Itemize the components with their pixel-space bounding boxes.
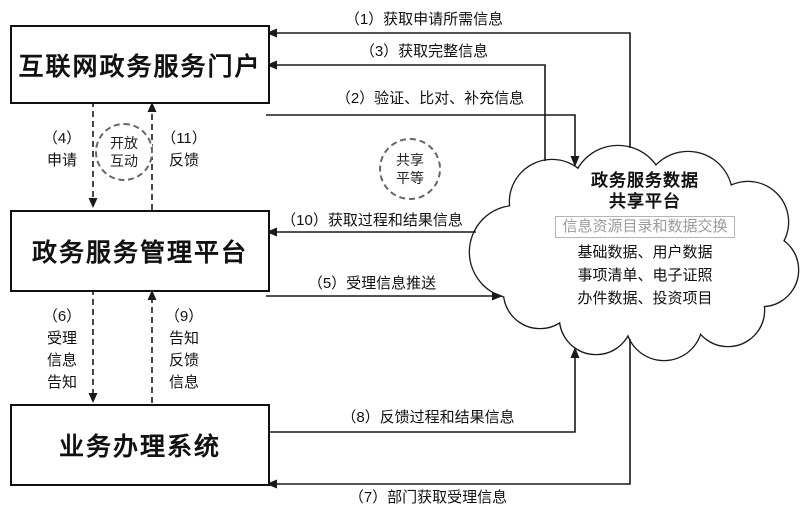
edge-3-arrowhead [266,60,277,70]
edge-2-arrowhead [570,156,580,167]
edge-5-arrowhead [492,291,503,301]
badge-open-interaction: 开放 互动 [95,123,153,181]
edge-1-arrowhead [266,28,277,38]
node-service-management-platform: 政务服务管理平台 [10,210,270,292]
badge-open-line1: 开放 [110,135,138,151]
node-business-system: 业务办理系统 [10,404,270,486]
cloud-data-sharing-platform: 政务服务数据 共享平台 信息资源目录和数据交换 基础数据、用户数据 事项清单、电… [500,170,790,310]
edge-3-line [277,64,546,161]
edge-7-arrowhead [266,479,277,489]
edge-11-label-line2: 反馈 [168,152,199,169]
edge-10-arrowhead [266,227,277,237]
edge-7-label: （7）部门获取受理信息 [348,489,508,506]
edge-3-label: （3）获取完整信息 [359,43,489,60]
edge-6-label-line1: （6） [42,308,82,325]
badge-share-line2: 平等 [396,170,424,186]
edge-1-label: （1）获取申请所需信息 [344,11,504,28]
cloud-title-line1: 政务服务数据 [591,171,699,190]
edge-2-label: （2）验证、比对、补充信息 [335,90,525,107]
edge-4-label: （4） 申请 [36,128,88,172]
edge-4-arrowhead [88,198,98,208]
edge-8-arrowhead [570,347,580,358]
node-internet-portal: 互联网政务服务门户 [10,25,270,104]
edge-4-label-line2: 申请 [46,152,77,169]
cloud-fill [470,146,798,360]
edge-2-line [266,114,576,157]
edge-6-label-line4: 告知 [46,374,77,391]
cloud-item-matter-list: 事项清单、电子证照 [577,267,713,284]
edge-9-arrowhead [147,290,157,300]
edge-9-label-line1: （9） [164,308,204,325]
edge-11-label: （11） 反馈 [158,128,210,172]
edge-9-label-line4: 信息 [168,374,199,391]
edge-6-label: （6） 受理 信息 告知 [36,306,88,394]
edge-7-line [277,339,631,485]
badge-share-equality: 共享 平等 [379,138,441,200]
edge-6-label-line3: 信息 [46,352,77,369]
cloud-item-basic-data: 基础数据、用户数据 [577,244,713,261]
cloud-title-line2: 共享平台 [609,192,681,211]
edge-4-label-line1: （4） [42,130,82,147]
badge-share-line1: 共享 [396,152,424,168]
cloud-resource-catalog-tag: 信息资源目录和数据交换 [555,216,735,238]
edge-6-label-line2: 受理 [46,330,77,347]
edge-9-label-line3: 反馈 [168,352,199,369]
edge-6-arrowhead [88,393,98,403]
edge-5-label: （5）受理信息推送 [307,275,437,292]
edge-9-label-line2: 告知 [168,330,199,347]
badge-open-line2: 互动 [110,153,138,169]
cloud-item-case-data: 办件数据、投资项目 [577,290,713,307]
edge-10-label: （10）获取过程和结果信息 [281,212,463,229]
edge-8-label: （8）反馈过程和结果信息 [341,409,515,426]
edge-1-line [277,32,631,148]
edge-11-arrowhead [147,102,157,112]
edge-8-line [266,357,576,433]
edge-9-label: （9） 告知 反馈 信息 [158,306,210,394]
edge-11-label-line1: （11） [161,130,207,147]
